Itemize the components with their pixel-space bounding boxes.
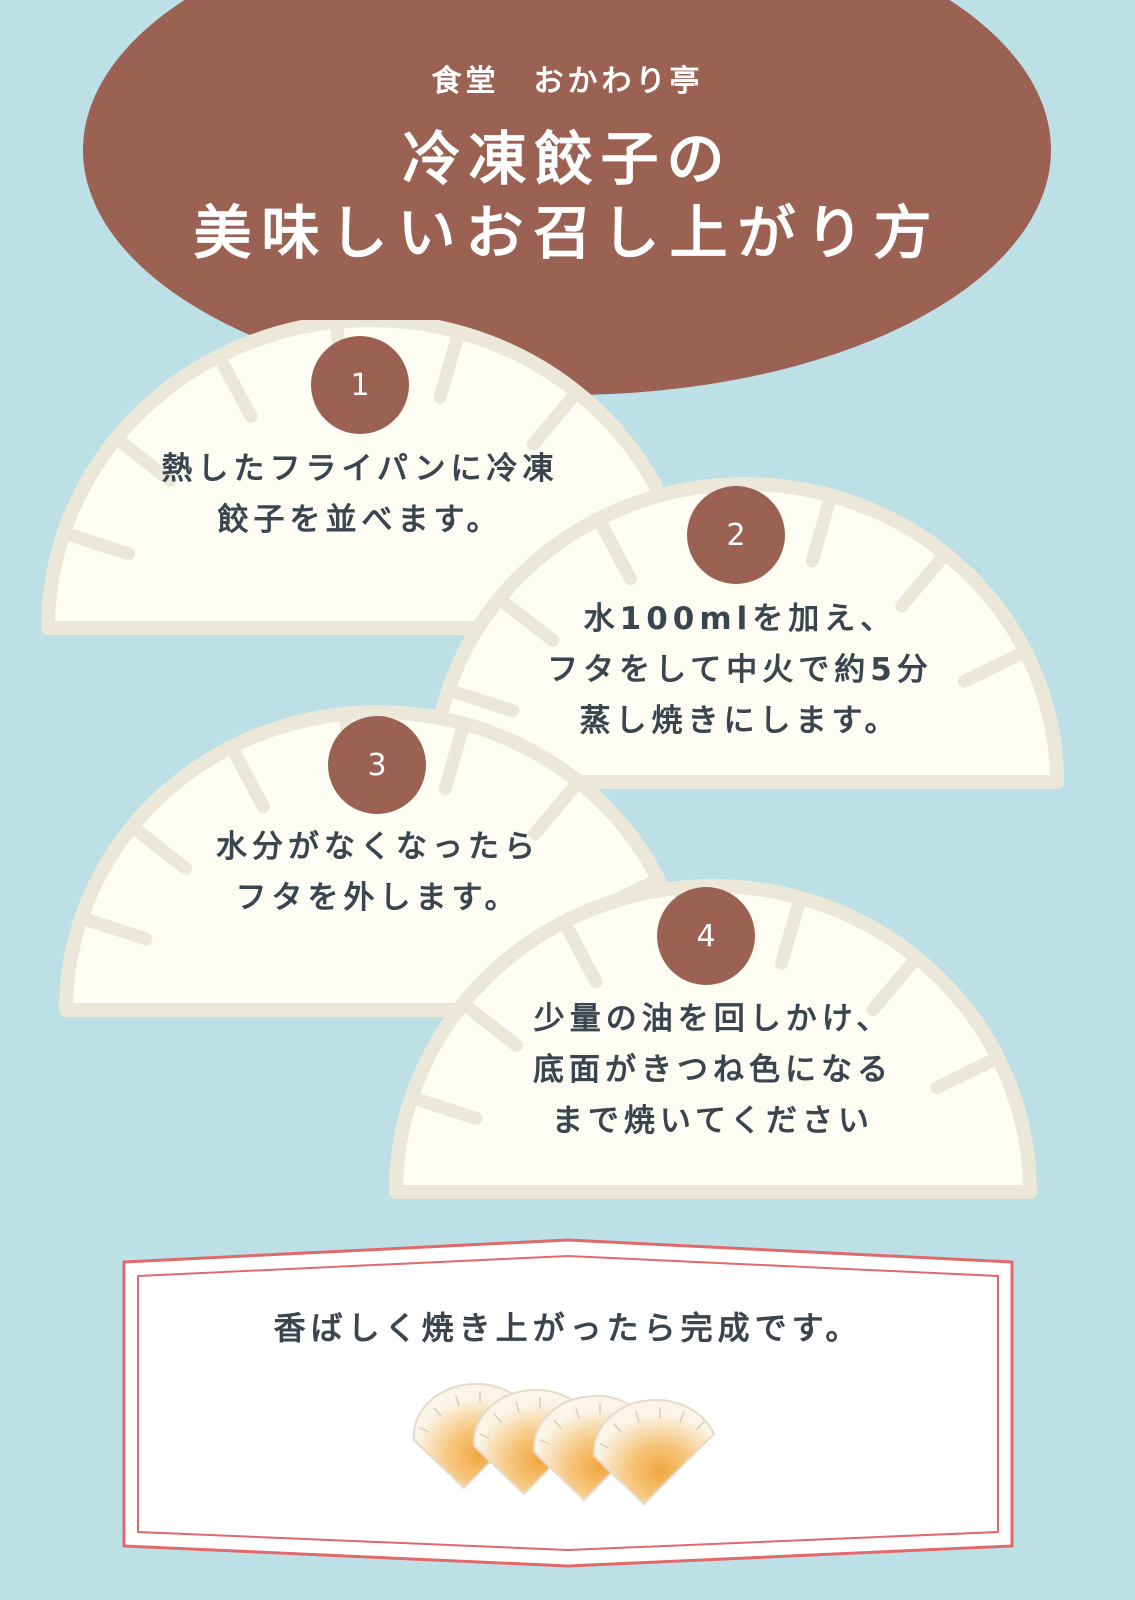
- step-text-3: 水分がなくなったら フタを外します。: [108, 822, 648, 924]
- pleat-line-3: [592, 512, 637, 586]
- step-text-4: 少量の油を回しかけ、 底面がきつね色になる まで焼いてください: [443, 994, 983, 1147]
- step-number-1: 1: [350, 367, 370, 403]
- shop-name: 食堂 おかわり亭: [431, 64, 704, 99]
- step-number-badge-3: 3: [328, 716, 426, 814]
- dumpling-card-4: [389, 879, 1037, 1199]
- finish-message: 香ばしく焼き上がったら完成です。: [273, 1309, 863, 1347]
- page-title-line1: 冷凍餃子の: [402, 125, 733, 193]
- step-number-3: 3: [367, 747, 387, 783]
- pleat-line-5: [805, 489, 838, 568]
- step-2-line-3: 蒸し焼きにします。: [579, 703, 901, 739]
- pleat-line-6: [526, 385, 584, 451]
- step-number-4: 4: [696, 918, 716, 954]
- step-number-badge-2: 2: [687, 486, 785, 584]
- pleat-line-3: [212, 349, 258, 423]
- step-number-badge-1: 1: [311, 336, 409, 434]
- step-1-line-1: 熱したフライパンに冷凍: [161, 451, 559, 487]
- step-number-2: 2: [726, 517, 746, 553]
- step-3-line-2: フタを外します。: [235, 880, 521, 916]
- pleat-line-3: [557, 915, 603, 989]
- pleat-line-6: [528, 775, 585, 841]
- pleat-line-6: [895, 547, 952, 613]
- pleat-line-1: [405, 1090, 483, 1125]
- pleat-line-7: [957, 644, 1032, 688]
- pleat-line-1: [74, 911, 153, 946]
- step-4-line-1: 少量の油を回しかけ、: [533, 1001, 893, 1037]
- step-4-line-2: 底面がきつね色になる: [533, 1052, 893, 1088]
- header-oval: [83, 0, 1051, 395]
- step-text-1: 熱したフライパンに冷凍 餃子を並べます。: [90, 444, 630, 546]
- pleat-line-2: [125, 820, 193, 875]
- cooked-dumplings-illustration: [412, 1382, 715, 1505]
- step-3-line-1: 水分がなくなったら: [216, 829, 540, 865]
- pleat-line-5: [438, 717, 471, 796]
- step-2-line-1: 水100mlを加え、: [583, 601, 897, 637]
- step-4-line-3: まで焼いてください: [551, 1103, 875, 1139]
- step-text-2: 水100mlを加え、 フタをして中火で約5分 蒸し焼きにします。: [470, 594, 1010, 747]
- step-1-line-2: 餃子を並べます。: [217, 502, 503, 538]
- step-2-line-2: フタをして中火で約5分: [547, 652, 933, 688]
- pleat-line-5: [775, 891, 807, 970]
- pleat-line-3: [225, 740, 270, 814]
- pleat-line-5: [433, 325, 466, 404]
- pleat-line-1: [57, 526, 135, 561]
- page-title-line2: 美味しいお召し上がり方: [193, 199, 942, 267]
- pleat-line-7: [930, 1051, 1005, 1095]
- pleat-line-6: [866, 951, 924, 1017]
- step-number-badge-4: 4: [657, 887, 755, 985]
- pleat-line-1: [441, 683, 520, 718]
- mini-dumpling-4: [592, 1398, 715, 1505]
- pleat-line-2: [492, 592, 560, 647]
- pleat-line-2: [109, 431, 177, 487]
- pleat-line-2: [456, 997, 524, 1052]
